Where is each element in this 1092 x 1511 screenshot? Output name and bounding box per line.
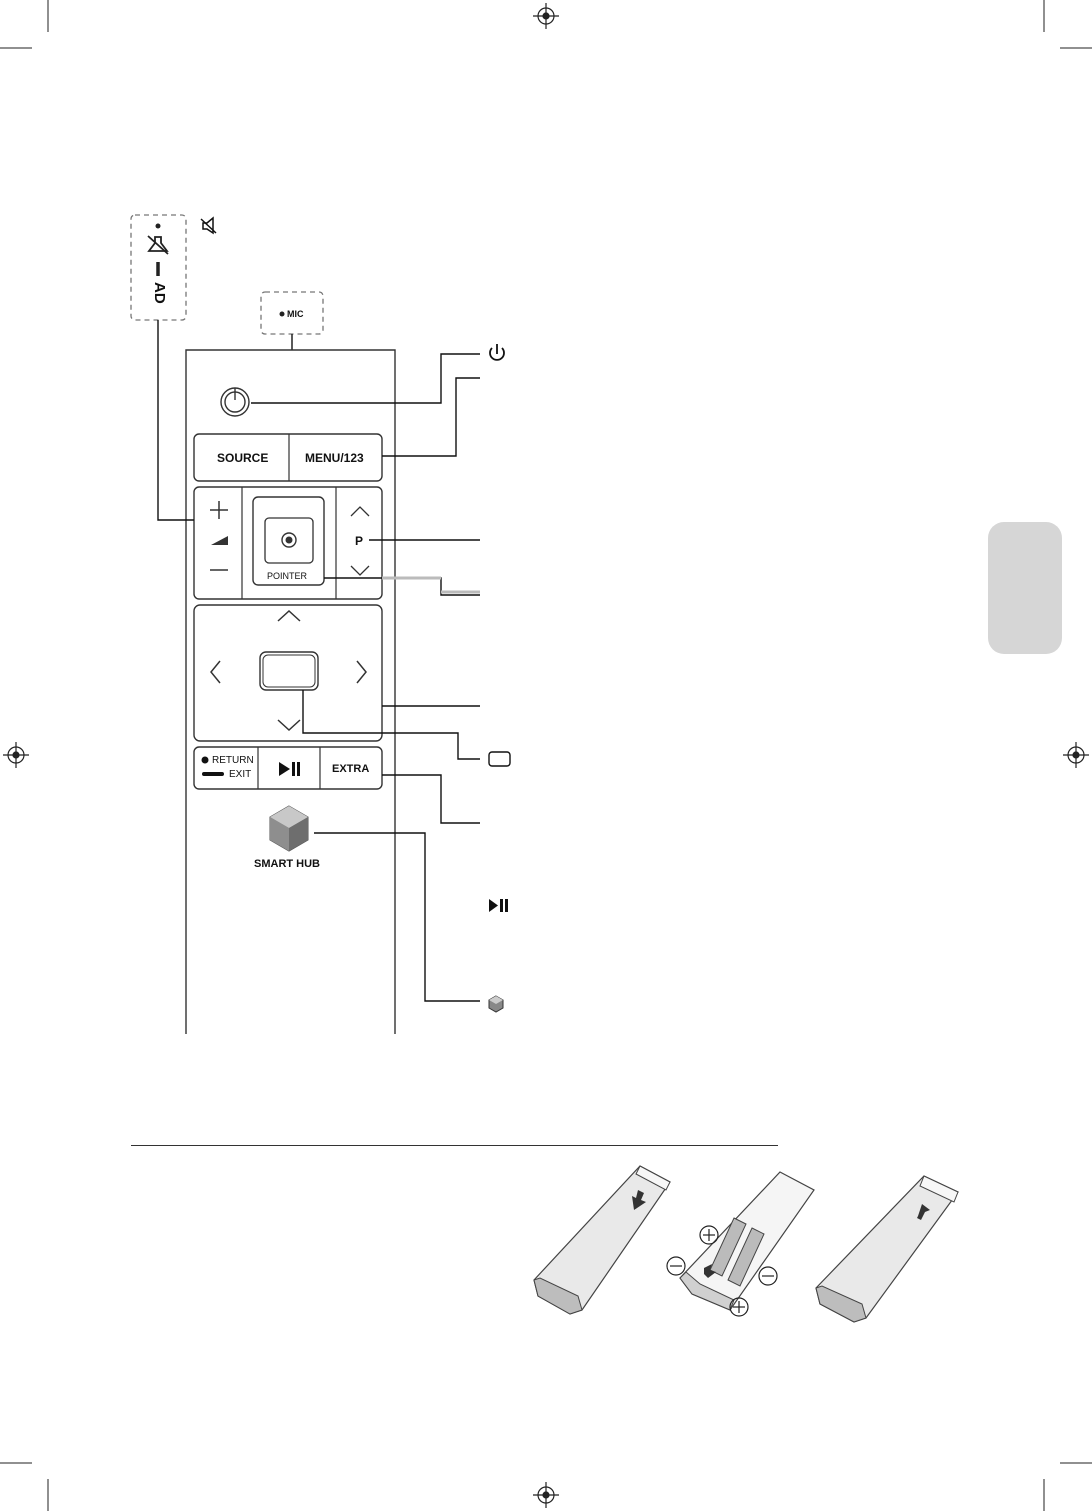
remote-diagram — [130, 214, 511, 1034]
leader-extra — [382, 774, 480, 824]
leader-power — [251, 353, 480, 404]
nav-down-icon — [277, 719, 301, 732]
mute-small-icon — [200, 216, 217, 235]
leader-enter — [302, 690, 480, 760]
plus-symbol-icon-2 — [729, 1297, 749, 1317]
source-label[interactable]: SOURCE — [217, 451, 269, 465]
volume-up-icon — [210, 501, 228, 519]
minus-symbol-icon — [666, 1256, 686, 1276]
play-pause-icon — [279, 762, 300, 776]
registration-mark-right — [1063, 742, 1089, 768]
registration-mark-left — [3, 742, 29, 768]
up-arrow-icon — [917, 1204, 930, 1220]
side-tab — [988, 522, 1062, 654]
volume-icon — [211, 536, 228, 545]
pointer-button — [252, 496, 325, 586]
leader-mute — [157, 320, 194, 521]
vol-ch-panel — [193, 486, 383, 600]
battery-illustrations — [533, 1165, 959, 1323]
remote-body — [185, 349, 396, 1034]
source-menu-panel — [193, 433, 383, 482]
pointer-label[interactable]: POINTER — [267, 571, 308, 581]
enter-symbol-icon — [488, 751, 511, 767]
enter-button — [259, 651, 319, 691]
menu-label[interactable]: MENU/123 — [305, 451, 364, 465]
leader-smarthub — [314, 832, 480, 1002]
remote-cover-removal — [533, 1165, 671, 1315]
return-label[interactable]: RETURN — [212, 755, 254, 766]
plus-symbol-icon — [699, 1225, 719, 1245]
remote-cover-closing — [815, 1175, 959, 1323]
mute-ad-callout — [130, 214, 187, 321]
remote-open-batteries — [679, 1171, 815, 1311]
power-symbol-icon — [489, 344, 505, 361]
registration-mark-top — [533, 3, 559, 29]
extra-label[interactable]: EXTRA — [332, 763, 370, 775]
channel-label: P — [355, 534, 364, 548]
smart-hub-icon — [269, 805, 309, 852]
pointer-icon — [281, 532, 297, 548]
bottom-keys-panel — [193, 746, 383, 790]
exit-label[interactable]: EXIT — [229, 769, 252, 780]
channel-up-icon — [350, 506, 370, 517]
nav-up-icon — [277, 609, 301, 622]
power-icon — [220, 387, 250, 417]
down-arrow-icon — [632, 1190, 646, 1210]
smart-hub-label[interactable]: SMART HUB — [254, 858, 320, 870]
ad-label: AD — [151, 282, 168, 304]
insert-arrow-icon — [704, 1264, 716, 1278]
nav-left-icon — [210, 660, 221, 684]
play-pause-symbol-icon — [489, 899, 508, 912]
registration-mark-bottom — [533, 1482, 559, 1508]
section-divider — [131, 1145, 778, 1146]
minus-symbol-icon-2 — [758, 1266, 778, 1286]
nav-right-icon — [356, 660, 367, 684]
mute-icon — [147, 223, 169, 276]
leader-source — [382, 377, 480, 457]
smart-hub-symbol-icon — [488, 995, 504, 1013]
nav-panel — [193, 604, 383, 742]
channel-down-icon — [350, 565, 370, 576]
mic-label: MIC — [287, 309, 304, 319]
